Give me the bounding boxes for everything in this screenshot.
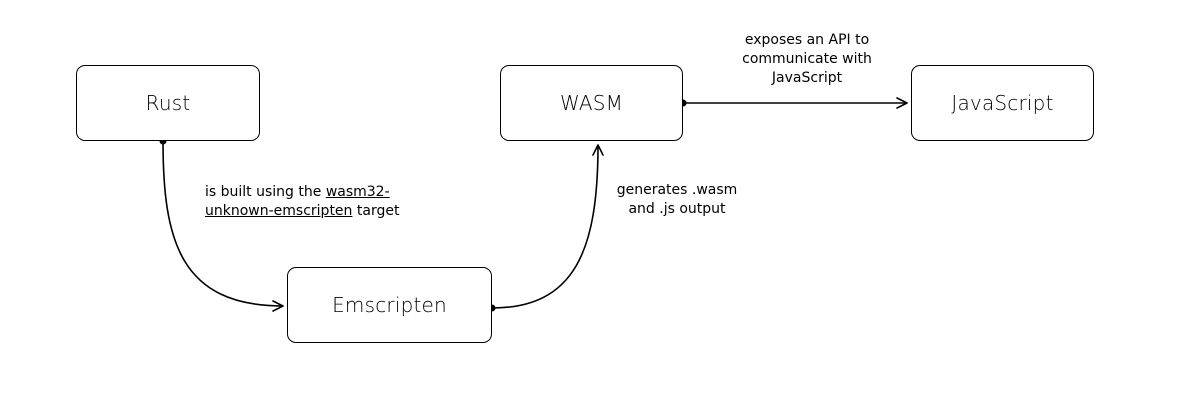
edge-label-rust-emscripten: is built using the wasm32- unknown-emscr… bbox=[205, 183, 399, 221]
target-name-link[interactable]: unknown-emscripten bbox=[205, 203, 353, 219]
node-wasm-label: WASM bbox=[559, 91, 624, 115]
edge-emscripten-wasm bbox=[491, 144, 604, 309]
node-wasm[interactable]: WASM bbox=[500, 65, 683, 141]
node-emscripten-label: Emscripten bbox=[332, 293, 447, 317]
edge-label-wasm-javascript: exposes an API to communicate with JavaS… bbox=[727, 31, 887, 88]
edge-label-text: target bbox=[352, 203, 400, 219]
target-name-link[interactable]: wasm32- bbox=[325, 184, 390, 200]
edge-label-emscripten-wasm: generates .wasm and .js output bbox=[612, 181, 742, 219]
edge-label-line: JavaScript bbox=[771, 70, 843, 86]
edge-label-line: exposes an API to bbox=[744, 32, 870, 48]
edge-label-line: unknown-emscripten target bbox=[205, 202, 399, 221]
edge-rust-emscripten bbox=[162, 140, 284, 312]
edge-label-line: generates .wasm bbox=[616, 182, 738, 198]
node-javascript-label: JavaScript bbox=[951, 91, 1054, 115]
node-rust-label: Rust bbox=[145, 91, 191, 115]
edge-label-line: communicate with bbox=[742, 51, 872, 67]
node-rust[interactable]: Rust bbox=[76, 65, 260, 141]
edge-label-line: is built using the wasm32- bbox=[205, 183, 399, 202]
node-emscripten[interactable]: Emscripten bbox=[287, 267, 492, 343]
node-javascript[interactable]: JavaScript bbox=[911, 65, 1094, 141]
edge-label-text: is built using the bbox=[205, 184, 326, 200]
edge-label-line: and .js output bbox=[628, 201, 726, 217]
